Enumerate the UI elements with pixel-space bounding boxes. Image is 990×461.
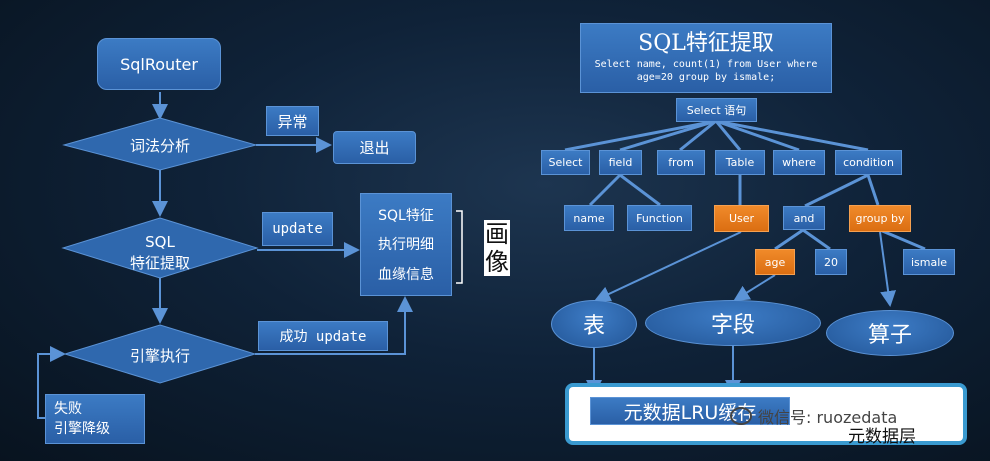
engine-exec-label: 引擎执行 xyxy=(129,347,190,365)
node-and-label: and xyxy=(793,211,815,225)
node-where: where xyxy=(773,150,825,175)
node-age: age xyxy=(755,249,795,275)
node-ismale-label: ismale xyxy=(910,255,948,269)
node-where-label: where xyxy=(782,156,816,169)
sql-router-label: SqlRouter xyxy=(120,54,198,74)
sql-feature-title: SQL特征提取 xyxy=(638,31,774,56)
sql-extract-label: SQL 特征提取 xyxy=(100,232,220,274)
lexical-analysis-label: 词法分析 xyxy=(129,137,190,155)
metadata-lru-cache-label: 元数据LRU缓存 xyxy=(623,401,757,424)
success-update-box: 成功 update xyxy=(258,321,388,351)
wechat-id: 微信号: ruozedata xyxy=(758,408,898,427)
sql-router-node: SqlRouter xyxy=(97,38,221,90)
node-from: from xyxy=(657,150,705,175)
exit-label: 退出 xyxy=(359,139,390,157)
node-field: field xyxy=(599,150,642,175)
table-ellipse-label: 表 xyxy=(582,314,605,339)
field-ellipse: 字段 xyxy=(645,300,821,346)
node-group-by: group by xyxy=(849,205,911,232)
select-statement-node: Select 语句 xyxy=(676,98,757,122)
metadata-layer-label: 元数据层 xyxy=(848,427,916,447)
operator-ellipse: 算子 xyxy=(826,310,954,356)
node-name: name xyxy=(564,205,614,231)
node-20: 20 xyxy=(815,249,847,275)
select-statement-label: Select 语句 xyxy=(686,104,747,117)
fail-box: 失败 引擎降级 xyxy=(45,394,145,444)
node-condition: condition xyxy=(835,150,902,175)
metadata-lru-cache-box: 元数据LRU缓存 xyxy=(590,397,790,425)
table-ellipse: 表 xyxy=(551,300,637,348)
exit-node: 退出 xyxy=(333,131,416,164)
node-select-label: Select xyxy=(548,156,583,169)
info-lineage: 血缘信息 xyxy=(378,267,434,284)
info-sql-feature: SQL特征 xyxy=(378,207,434,224)
portrait-label: 画像 xyxy=(484,220,510,276)
engine-diamond xyxy=(63,324,257,384)
fail-line1: 失败 xyxy=(54,401,82,417)
node-select: Select xyxy=(541,150,590,175)
node-field-label: field xyxy=(608,156,633,169)
node-age-label: age xyxy=(764,255,786,269)
wechat-watermark: 微信号: ruozedata xyxy=(730,404,897,428)
node-function-label: Function xyxy=(636,211,683,225)
success-update-label: 成功 update xyxy=(279,329,367,345)
sql-query-text: Select name, count(1) from User where ag… xyxy=(594,59,818,83)
lexical-diamond xyxy=(62,117,258,171)
update-box: update xyxy=(262,212,333,246)
sql-extract-line1: SQL xyxy=(145,233,175,251)
node-from-label: from xyxy=(668,156,694,169)
node-name-label: name xyxy=(573,211,605,225)
info-exec-detail: 执行明细 xyxy=(378,237,434,254)
operator-ellipse-label: 算子 xyxy=(867,323,912,348)
node-user-label: User xyxy=(728,212,755,225)
node-table: Table xyxy=(715,150,765,175)
info-box: SQL特征 执行明细 血缘信息 xyxy=(360,193,452,296)
node-20-label: 20 xyxy=(824,255,838,269)
exception-label: 异常 xyxy=(277,112,308,131)
node-table-label: Table xyxy=(725,156,755,169)
exception-box: 异常 xyxy=(266,106,319,136)
sql-feature-title-box: SQL特征提取 Select name, count(1) from User … xyxy=(580,23,832,93)
fail-line2: 引擎降级 xyxy=(54,421,110,437)
node-and: and xyxy=(783,206,825,230)
node-ismale: ismale xyxy=(903,249,955,275)
wechat-icon xyxy=(730,407,752,425)
sql-extract-line2: 特征提取 xyxy=(129,254,190,272)
node-user: User xyxy=(714,205,769,232)
node-condition-label: condition xyxy=(843,156,894,169)
node-function: Function xyxy=(627,205,692,231)
sql-extract-diamond xyxy=(61,217,259,279)
field-ellipse-label: 字段 xyxy=(710,313,755,338)
update-label: update xyxy=(272,221,323,237)
node-group-by-label: group by xyxy=(855,212,905,225)
